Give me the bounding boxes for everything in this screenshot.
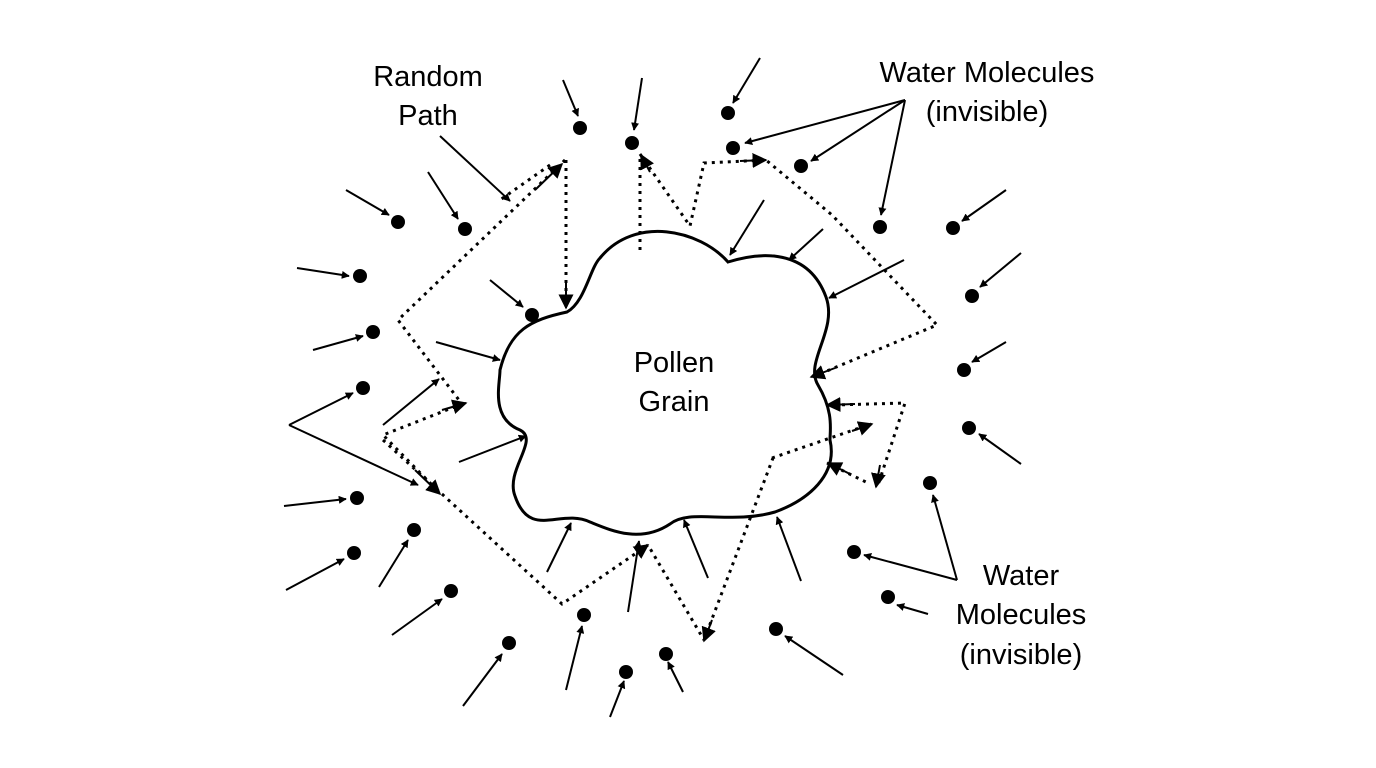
molecule-dot <box>625 136 639 150</box>
molecule-dot <box>573 121 587 135</box>
molecule-dot <box>353 269 367 283</box>
water-top-pointer <box>744 99 906 145</box>
motion-arrow <box>489 279 524 308</box>
molecule-dot <box>356 381 370 395</box>
path-arrowhead <box>871 464 886 489</box>
molecule-dot <box>659 647 673 661</box>
motion-arrow <box>285 558 345 591</box>
molecule-dot <box>881 590 895 604</box>
molecule-dot <box>873 220 887 234</box>
molecule-dot <box>847 545 861 559</box>
molecule-dot <box>525 308 539 322</box>
molecule-dot <box>619 665 633 679</box>
molecule-dot <box>957 363 971 377</box>
motion-arrow <box>971 341 1007 363</box>
motion-arrow <box>609 680 626 718</box>
motion-arrow <box>627 540 642 613</box>
water-top-pointer <box>878 99 906 216</box>
path-arrowhead <box>851 421 874 436</box>
motion-arrow <box>732 57 761 104</box>
molecule-dot <box>391 215 405 229</box>
water-molecules-bottom-label: Water <box>983 560 1060 592</box>
motion-arrow <box>296 267 350 279</box>
molecule-dot <box>458 222 472 236</box>
pollen-grain-label: Pollen <box>634 347 715 379</box>
motion-arrow <box>427 171 459 220</box>
path-arrowhead <box>640 153 654 173</box>
motion-arrow <box>312 334 364 351</box>
molecule-dot <box>794 159 808 173</box>
motion-arrow <box>667 661 684 693</box>
motion-arrow <box>729 199 765 256</box>
motion-arrow <box>462 653 503 707</box>
motion-arrow <box>565 625 585 691</box>
motion-arrow <box>828 259 905 299</box>
left-group-pointer <box>288 424 419 486</box>
water-bottom-pointer <box>863 553 958 581</box>
random-path-label: Path <box>398 100 458 132</box>
water-molecules-top-label: Water Molecules <box>880 57 1095 89</box>
motion-arrow <box>784 635 844 676</box>
path-arrowhead <box>441 399 468 414</box>
molecule-dot <box>407 523 421 537</box>
molecule-dot <box>726 141 740 155</box>
motion-arrow <box>391 598 443 636</box>
molecule-dot <box>965 289 979 303</box>
molecule-dot <box>444 584 458 598</box>
random-path-pointer <box>439 135 511 202</box>
molecule-dot <box>366 325 380 339</box>
motion-arrow <box>283 495 347 507</box>
molecule-dot <box>769 622 783 636</box>
path-arrowhead <box>534 162 564 191</box>
random-path-label: Random <box>373 61 483 93</box>
motion-arrow <box>458 434 527 463</box>
water-molecules <box>347 106 979 679</box>
molecule-dot <box>721 106 735 120</box>
path-arrowhead <box>825 397 856 413</box>
motion-arrow <box>631 77 643 131</box>
motion-arrow <box>435 341 501 362</box>
water-bottom-pointer <box>931 494 958 581</box>
motion-arrow <box>961 189 1007 222</box>
motion-arrow <box>775 516 802 582</box>
path-arrowhead <box>826 462 851 476</box>
pollen-grain-label: Grain <box>639 386 710 418</box>
molecule-dot <box>946 221 960 235</box>
path-arrowhead <box>414 469 442 496</box>
motion-arrow <box>345 189 390 216</box>
motion-arrow <box>378 539 409 588</box>
water-molecules-bottom-label: (invisible) <box>960 639 1082 671</box>
molecule-dot <box>962 421 976 435</box>
path-arrowhead <box>632 544 650 559</box>
molecule-dot <box>923 476 937 490</box>
water-molecules-top-label: (invisible) <box>926 96 1048 128</box>
molecule-dot <box>350 491 364 505</box>
left-group-pointer <box>288 392 354 426</box>
motion-arrow <box>683 519 709 579</box>
motion-arrow <box>979 252 1022 288</box>
molecule-dot <box>502 636 516 650</box>
molecule-dot <box>347 546 361 560</box>
water-top-pointer <box>810 99 906 162</box>
path-arrowhead <box>809 365 836 380</box>
pollen-grain-outline <box>496 229 833 536</box>
motion-arrow <box>546 522 572 573</box>
path-arrowhead <box>739 153 768 169</box>
motion-arrow <box>382 378 440 426</box>
motion-arrow <box>978 433 1022 465</box>
diagram-labels: Random Path Water Molecules (invisible) … <box>373 57 1094 671</box>
water-molecules-bottom-label: Molecules <box>956 599 1087 631</box>
motion-arrow <box>562 79 579 117</box>
motion-arrow <box>896 603 929 615</box>
label-pointers <box>288 99 958 581</box>
motion-arrow <box>788 228 824 261</box>
molecule-dot <box>577 608 591 622</box>
random-path-arrowheads <box>414 153 886 643</box>
path-arrowhead <box>701 619 716 643</box>
